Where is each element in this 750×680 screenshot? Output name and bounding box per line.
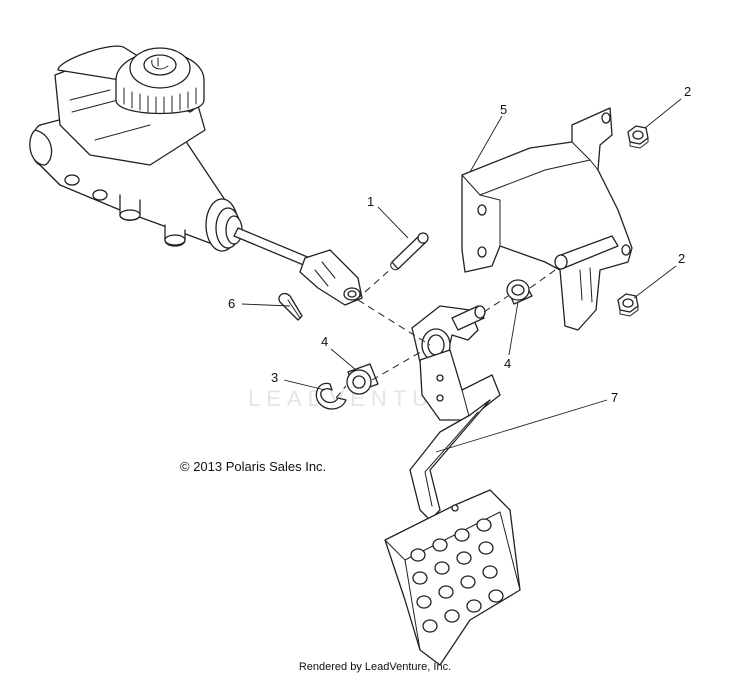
master-cylinder-icon (29, 45, 363, 306)
bushing-icon (506, 279, 533, 305)
hex-nut-icon (627, 125, 649, 149)
cotter-pin-icon (278, 292, 303, 321)
callout-5: 5 (500, 102, 507, 117)
pedal-grip-holes (410, 518, 504, 633)
callout-4b: 4 (504, 356, 511, 371)
leader-lines (241, 98, 682, 453)
callout-2b: 2 (678, 251, 685, 266)
callout-1: 1 (367, 194, 374, 209)
bushing-icon (346, 363, 379, 395)
callout-7: 7 (611, 390, 618, 405)
copyright-notice: © 2013 Polaris Sales Inc. (180, 459, 327, 474)
bracket-icon (461, 107, 633, 331)
callout-6: 6 (228, 296, 235, 311)
assembly-lines (335, 267, 559, 399)
brake-pedal-icon (384, 305, 521, 666)
e-clip-icon (315, 382, 347, 410)
render-credit-footer: Rendered by LeadVenture, Inc. (298, 661, 452, 673)
callout-3: 3 (271, 370, 278, 385)
callout-4a: 4 (321, 334, 328, 349)
hex-nut-icon (617, 293, 639, 317)
clevis-pin-icon (390, 232, 429, 271)
callout-2a: 2 (684, 84, 691, 99)
